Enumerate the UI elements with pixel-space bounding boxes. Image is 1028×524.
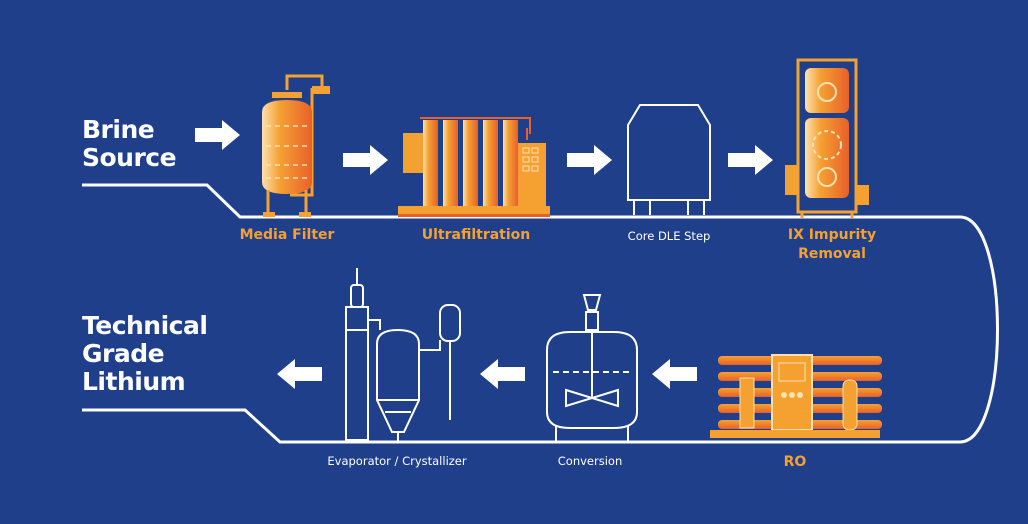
arrow-right-icon bbox=[343, 145, 388, 175]
output-title-line: Grade bbox=[82, 339, 165, 368]
step-label-media-filter: Media Filter bbox=[239, 227, 335, 243]
ultrafiltration-icon bbox=[398, 117, 550, 217]
step-label-line: Removal bbox=[798, 246, 866, 262]
arrow-right-icon bbox=[195, 120, 240, 150]
step-label-ultrafiltration: Ultrafiltration bbox=[421, 227, 531, 243]
conversion-icon bbox=[546, 294, 638, 442]
step-label-conversion: Conversion bbox=[557, 454, 623, 468]
output-title-line: Technical bbox=[82, 311, 208, 340]
arrow-left-icon bbox=[277, 359, 322, 389]
source-title: Brine Source bbox=[82, 115, 177, 172]
source-title-line: Source bbox=[82, 143, 177, 172]
ro-icon bbox=[710, 354, 882, 438]
evaporator-crystallizer-icon bbox=[345, 268, 461, 442]
arrow-left-icon bbox=[652, 359, 697, 389]
step-label-ro: RO bbox=[783, 454, 807, 470]
media-filter-icon bbox=[262, 74, 330, 217]
source-title-line: Brine bbox=[82, 115, 155, 144]
step-label-line: IX Impurity bbox=[787, 227, 877, 243]
arrow-right-icon bbox=[567, 145, 612, 175]
output-title-line: Lithium bbox=[82, 367, 186, 396]
step-label-ix-impurity-removal: IX Impurity Removal bbox=[788, 226, 876, 264]
step-label-evaporator-crystallizer: Evaporator / Crystallizer bbox=[327, 454, 467, 468]
step-label-core-dle: Core DLE Step bbox=[627, 229, 711, 243]
arrow-right-icon bbox=[728, 145, 773, 175]
output-title: Technical Grade Lithium bbox=[82, 311, 208, 396]
ix-impurity-removal-icon bbox=[785, 58, 869, 218]
arrow-left-icon bbox=[480, 359, 525, 389]
core-dle-icon bbox=[627, 104, 711, 215]
flow-line bbox=[82, 183, 999, 444]
